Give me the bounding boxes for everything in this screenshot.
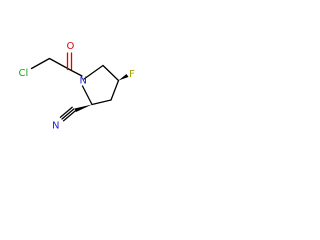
bond-n-c5 xyxy=(83,64,104,80)
bond-c2-nitrile-wedge xyxy=(74,104,92,112)
structure-canvas: Cl O N F N xyxy=(0,0,152,152)
molecule-diagram: Cl O N F N xyxy=(19,41,136,132)
bond-nitrile-1 xyxy=(61,108,75,120)
bond-c3-c2 xyxy=(91,99,112,106)
bond-ch2-carbonyl xyxy=(48,57,71,71)
bond-c4-fluorine-wedge xyxy=(118,74,129,81)
atom-nitrogen: N xyxy=(80,76,87,87)
bond-cl-ch2 xyxy=(30,57,51,70)
atom-oxygen: O xyxy=(67,41,75,52)
bond-layer xyxy=(30,52,129,122)
atom-fluorine: F xyxy=(129,69,135,80)
atom-chlorine: Cl xyxy=(19,68,29,79)
bond-c4-c3 xyxy=(110,79,120,101)
bond-nitrile-2 xyxy=(59,106,73,118)
bond-nitrile-3 xyxy=(62,110,77,122)
bond-c5-c4 xyxy=(102,64,120,82)
bond-c2-n xyxy=(81,85,93,106)
bond-carbonyl-nitrogen xyxy=(68,68,83,77)
atom-nitrile-nitrogen: N xyxy=(52,121,59,132)
atom-label-layer: Cl O N F N xyxy=(19,41,136,132)
